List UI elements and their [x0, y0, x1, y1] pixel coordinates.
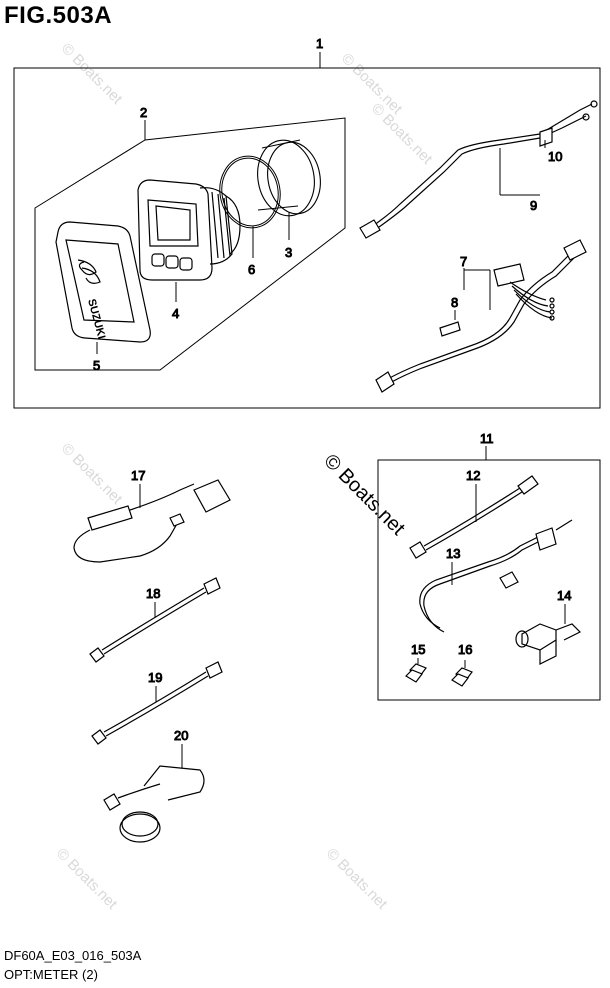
figure-code: DF60A_E03_016_503A — [4, 948, 142, 963]
callout-18: 18 — [146, 586, 160, 601]
group-box-11 — [377, 459, 601, 701]
figure-title: FIG.503A — [4, 2, 113, 29]
callout-4: 4 — [172, 306, 179, 321]
callout-12: 12 — [466, 468, 480, 483]
callout-7: 7 — [460, 254, 467, 269]
t-connector-part-14 — [515, 623, 582, 665]
o-ring-inner — [221, 157, 279, 227]
callout-9: 9 — [530, 198, 537, 213]
cable-part-12 — [409, 475, 539, 559]
o-ring-part-6 — [219, 155, 281, 229]
callout-6: 6 — [248, 262, 255, 277]
callout-16: 16 — [458, 642, 472, 657]
callout-11: 11 — [480, 431, 494, 446]
callout-2: 2 — [140, 105, 147, 120]
callout-3: 3 — [285, 245, 292, 260]
figure-name: OPT:METER (2) — [4, 967, 98, 982]
callout-14: 14 — [557, 588, 571, 603]
callout-8: 8 — [451, 295, 458, 310]
cable-part-18 — [89, 577, 221, 663]
harness-part-9 — [359, 100, 598, 239]
callout-13: 13 — [446, 546, 460, 561]
sensor-part-20 — [103, 765, 205, 843]
callout-15: 15 — [411, 642, 425, 657]
meter-part-4 — [137, 179, 241, 281]
callout-20: 20 — [174, 728, 188, 743]
callout-19: 19 — [148, 670, 162, 685]
cable-part-17 — [73, 479, 231, 563]
harness-part-7 — [375, 239, 587, 393]
cable-part-13 — [419, 519, 573, 633]
nut-part-3 — [257, 139, 321, 217]
terminator-part-15 — [405, 663, 427, 683]
cable-part-19 — [91, 661, 223, 745]
bezel-part-5 — [55, 221, 151, 343]
callout-5: 5 — [93, 358, 100, 373]
group-box-1 — [13, 67, 601, 409]
terminator-part-16 — [451, 667, 473, 687]
callout-10: 10 — [548, 149, 562, 164]
callout-1: 1 — [316, 36, 323, 51]
callout-17: 17 — [131, 468, 145, 483]
